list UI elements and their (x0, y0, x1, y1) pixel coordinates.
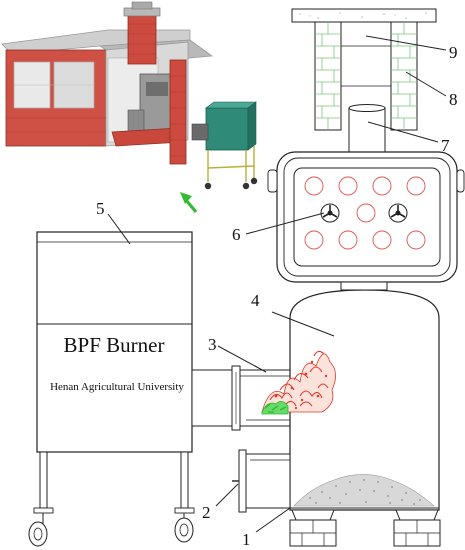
caster-wheel (28, 507, 54, 547)
callout-9: 9 (449, 43, 458, 62)
heat-exchanger-top-view (267, 151, 465, 283)
leader-lines (107, 35, 447, 533)
fan-icon (388, 203, 408, 223)
callout-2: 2 (202, 503, 211, 522)
fuel-pellets (261, 401, 289, 415)
callout-4: 4 (251, 291, 260, 310)
exhaust-pipe (348, 104, 386, 153)
green-up-left-arrow-icon (180, 192, 198, 214)
chimney-left-wall (314, 21, 342, 131)
callout-6: 6 (232, 225, 241, 244)
ash-door (232, 449, 291, 513)
furnace-body (289, 281, 440, 511)
burner-cabinet (28, 231, 195, 547)
burner-tube (191, 365, 291, 431)
callout-8: 8 (449, 90, 458, 109)
callout-3: 3 (208, 335, 217, 354)
ash-pile (293, 474, 435, 507)
support-block (393, 509, 441, 547)
callout-5: 5 (96, 199, 105, 218)
burner-institution: Henan Agricultural University (50, 381, 184, 393)
burner-title: BPF Burner (64, 333, 165, 357)
callout-7: 7 (441, 136, 450, 155)
house-brick-column (169, 59, 187, 165)
support-block (289, 509, 337, 547)
fan-icon (320, 203, 340, 223)
caster-wheel (174, 507, 195, 543)
house-rendering (1, 1, 258, 190)
house-burner-cart (205, 107, 249, 151)
flame (261, 350, 336, 413)
callout-1: 1 (242, 530, 251, 549)
chimney-cap-slab (291, 8, 437, 23)
